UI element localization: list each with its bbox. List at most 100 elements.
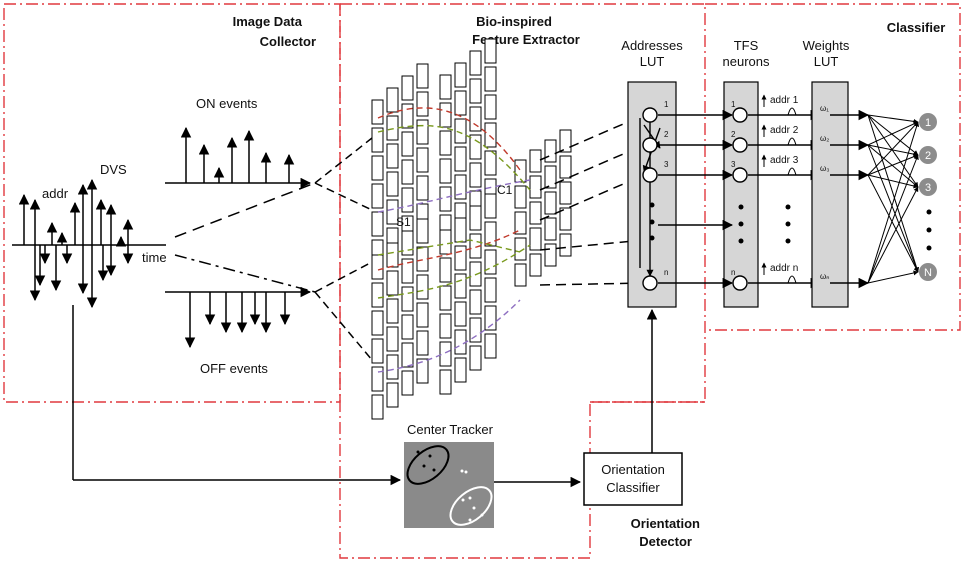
dvs-to-on-dash bbox=[174, 182, 316, 238]
s1-label: S1 bbox=[396, 215, 411, 229]
mid-ellipsis-dot bbox=[785, 221, 791, 227]
tfs-index: 3 bbox=[731, 160, 736, 169]
dvs-event-plot: DVS addr time bbox=[12, 162, 402, 486]
tracker-ellipse-black bbox=[406, 445, 450, 485]
on-events-plot: ON events bbox=[165, 96, 312, 189]
tfs-kernel-curve bbox=[787, 107, 797, 116]
output-node bbox=[919, 178, 937, 196]
detector-title-2: Detector bbox=[639, 534, 692, 549]
fc-line bbox=[867, 144, 919, 188]
extractor-border bbox=[339, 3, 706, 559]
dvs-to-off-dash bbox=[174, 254, 316, 293]
tfs-node bbox=[732, 107, 748, 123]
weight-label: ωₙ bbox=[820, 272, 829, 281]
fc-line bbox=[867, 121, 919, 146]
fc-line bbox=[867, 121, 919, 176]
mid-ellipsis-dot bbox=[785, 238, 791, 244]
fc-line bbox=[867, 154, 919, 176]
lut-node bbox=[642, 275, 658, 291]
tfs-kernel-curve bbox=[787, 275, 797, 284]
tfs-title-1: TFS bbox=[734, 38, 759, 53]
weight-label: ω₂ bbox=[820, 134, 829, 143]
tfs-kernel-curve bbox=[787, 137, 797, 146]
detector-title-1: Orientation bbox=[631, 516, 700, 531]
lut-index: n bbox=[664, 268, 668, 277]
tfs-addr-label: addr 1 bbox=[770, 95, 799, 106]
dvs-title: DVS bbox=[100, 162, 127, 177]
tfs-addr-label: addr 2 bbox=[770, 125, 799, 136]
map-s1-on-b bbox=[439, 38, 497, 240]
extractor-title-2: Feature Extractor bbox=[472, 32, 580, 47]
tfs-title-2: neurons bbox=[723, 54, 770, 69]
on-events-label: ON events bbox=[196, 96, 258, 111]
tfs-addr-label: addr 3 bbox=[770, 155, 799, 166]
fc-line bbox=[867, 144, 919, 273]
off-events-label: OFF events bbox=[200, 361, 268, 376]
fc-line bbox=[867, 114, 919, 124]
lut-index: 1 bbox=[664, 100, 669, 109]
collector-title-2: Collector bbox=[260, 34, 316, 49]
orientation-label-1: Orientation bbox=[601, 462, 665, 477]
c1-to-lut-lines bbox=[539, 114, 645, 286]
dvs-spikes bbox=[18, 178, 134, 309]
tracker-title: Center Tracker bbox=[407, 422, 494, 437]
classifier-title: Classifier bbox=[887, 20, 946, 35]
weight-label: ω₁ bbox=[820, 104, 829, 113]
orientation-label-2: Classifier bbox=[606, 480, 660, 495]
lut-ellipsis-dot bbox=[649, 219, 655, 225]
tfs-kernel-curve bbox=[787, 167, 797, 176]
output-ellipsis-dot bbox=[926, 227, 932, 233]
tfs-node bbox=[732, 137, 748, 153]
fc-line bbox=[867, 270, 919, 284]
lut-title-1: Addresses bbox=[621, 38, 683, 53]
tfs-neurons: TFS neurons 1 addr 1 2 addr 2 3 addr 3 n addr n bbox=[658, 38, 822, 308]
feature-maps bbox=[371, 38, 572, 420]
lut-ellipsis-dot bbox=[649, 202, 655, 208]
output-node bbox=[919, 263, 937, 281]
orientation-box bbox=[583, 452, 683, 506]
fc-line bbox=[867, 154, 919, 284]
lut-node bbox=[642, 137, 658, 153]
fc-line bbox=[867, 144, 919, 157]
fully-connected-lines bbox=[867, 114, 920, 284]
weight-label: ω₃ bbox=[820, 164, 830, 173]
lut-title-2: LUT bbox=[640, 54, 665, 69]
lut-index: 2 bbox=[664, 130, 669, 139]
output-label: 1 bbox=[925, 117, 931, 129]
output-node bbox=[919, 113, 937, 131]
output-label: 3 bbox=[925, 182, 931, 194]
mid-ellipsis-dot bbox=[785, 204, 791, 210]
output-label: N bbox=[924, 267, 932, 279]
tfs-ellipsis-dot bbox=[738, 204, 744, 210]
map-s1-on-a bbox=[371, 63, 429, 265]
lut-ellipsis-dot bbox=[649, 235, 655, 241]
tracker-ellipse-white bbox=[449, 486, 493, 526]
event-to-map-lines bbox=[314, 137, 373, 361]
fc-line bbox=[867, 121, 920, 284]
tfs-index: n bbox=[731, 268, 735, 277]
lut-node bbox=[642, 167, 658, 183]
tfs-node bbox=[732, 167, 748, 183]
section-borders bbox=[3, 3, 961, 559]
center-tracker: Center Tracker bbox=[404, 422, 582, 528]
classifier-border bbox=[705, 3, 961, 331]
off-events-plot: OFF events bbox=[165, 286, 312, 376]
lut-index: 3 bbox=[664, 160, 669, 169]
s1-c1-connections bbox=[377, 107, 531, 373]
dvs-addr-label: addr bbox=[42, 186, 69, 201]
dvs-split-lines bbox=[174, 182, 316, 293]
weights-panel bbox=[811, 81, 849, 308]
fc-line bbox=[867, 186, 919, 284]
collector-title-1: Image Data bbox=[233, 14, 303, 29]
tfs-index: 2 bbox=[731, 130, 736, 139]
output-ellipsis-dot bbox=[926, 209, 932, 215]
map-s1-off-a bbox=[371, 218, 429, 420]
tfs-index: 1 bbox=[731, 100, 736, 109]
weights-title-1: Weights bbox=[803, 38, 850, 53]
addresses-lut: Addresses LUT 1 2 3 n bbox=[621, 38, 683, 308]
tfs-addr-label: addr n bbox=[770, 263, 798, 274]
